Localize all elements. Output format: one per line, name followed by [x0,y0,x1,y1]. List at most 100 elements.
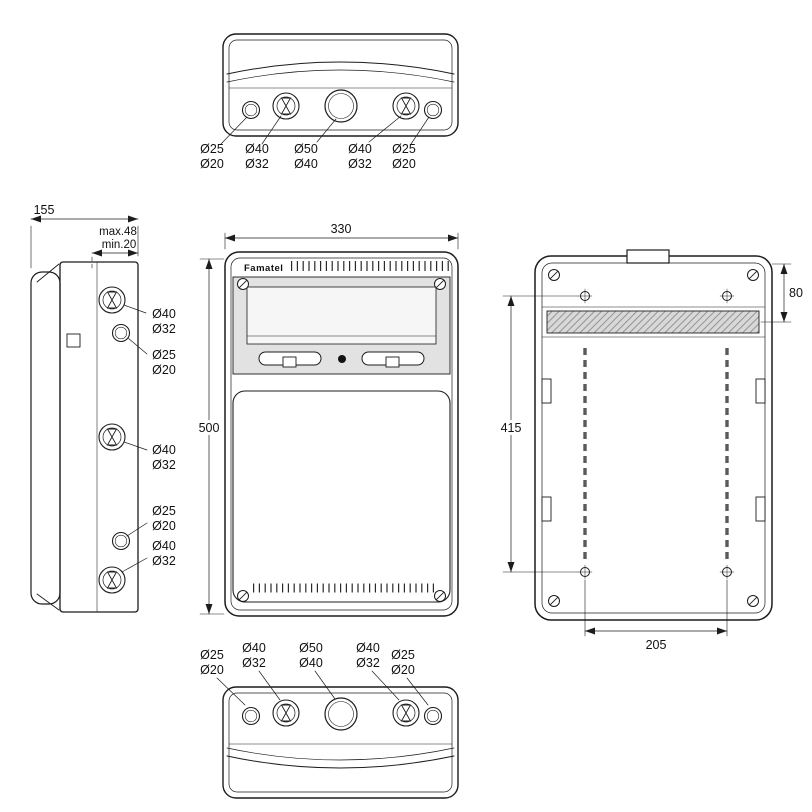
diameter-label: Ø32 [242,656,266,670]
mounting-hole-icon [577,288,593,304]
cable-entry-small-icon [423,706,443,726]
cable-entry-knockout-icon [98,286,126,314]
leader-lines [216,670,429,706]
cable-entry-knockout-icon [392,92,420,120]
diameter-label: Ø20 [200,663,224,677]
screw-icon [434,590,446,602]
mounting-hole-icon [719,288,735,304]
brand-logo: Famatel [244,263,283,274]
mounting-hole-icon [719,564,735,580]
latch-left-tab [282,356,297,368]
lid-curve-inner [226,69,455,83]
diameter-label: Ø40 [299,656,323,670]
side-view: 155 max.48 min.20 Ø40 Ø32 Ø25 Ø20 Ø40 Ø3… [30,203,225,615]
side-clip [541,496,552,522]
screw-icon [548,595,560,607]
diameter-label: Ø20 [200,157,224,171]
diameter-label: Ø25 [200,142,224,156]
cable-entry-knockout-icon [272,699,300,727]
diameter-label: Ø25 [152,348,176,362]
dim-mount-horizontal-label: 205 [646,638,667,652]
cable-entry-knockout-icon [98,423,126,451]
diameter-label: Ø32 [356,656,380,670]
cable-entry-knockout-icon [392,699,420,727]
cable-entry-large-icon [324,697,358,731]
bottom-view-outline [222,686,459,799]
lid-curve [226,755,455,769]
lower-door [232,390,451,603]
lid-curve [226,61,455,75]
diameter-label: Ø40 [152,443,176,457]
extension-lines [30,225,139,269]
screw-icon [747,269,759,281]
diameter-label: Ø20 [391,663,415,677]
back-view: 80 415 205 [495,249,803,652]
cable-entry-large-inner [328,93,354,119]
diameter-label: Ø25 [391,648,415,662]
latch-right-tab [385,356,400,368]
diameter-label: Ø50 [299,641,323,655]
meter-window [246,286,437,345]
extension-lines [584,579,728,637]
diameter-label: Ø40 [348,142,372,156]
rail-channel-lines [541,306,766,338]
dim-width-label: 330 [331,222,352,236]
bottom-view: Ø25 Ø20 Ø40 Ø32 Ø50 Ø40 Ø40 Ø32 Ø25 Ø20 [200,641,459,799]
side-clip [755,496,766,522]
cable-entry-small-icon [423,100,443,120]
side-clip [755,378,766,404]
leader-lines [220,115,430,145]
cable-entry-small-icon [241,100,261,120]
leader-lines [121,304,148,573]
extension-lines [199,258,225,615]
diameter-label: Ø32 [152,458,176,472]
diameter-label: Ø40 [242,641,266,655]
screw-icon [237,590,249,602]
top-view-outline [222,33,459,137]
front-inner-outline [230,257,453,611]
diameter-label: Ø25 [152,504,176,518]
screw-icon [747,595,759,607]
front-outline [224,251,459,617]
label-backing [495,420,527,435]
diameter-label: Ø40 [245,142,269,156]
front-view: 330 Famatel [224,222,459,617]
extension-lines [502,295,579,573]
diameter-label: Ø20 [152,519,176,533]
diameter-label: Ø20 [392,157,416,171]
cable-entry-knockout-icon [98,566,126,594]
hinge-clip [66,333,81,348]
diameter-label: Ø50 [294,142,318,156]
diameter-label: Ø40 [294,157,318,171]
dim-height-label: 500 [199,421,220,435]
lid-curve-inner [226,747,455,761]
top-hanging-tab [626,249,670,264]
cable-entry-small-icon [241,706,261,726]
side-lid-outline [30,271,61,605]
screw-icon [237,278,249,290]
diameter-label: Ø32 [152,322,176,336]
mounting-hole-icon [577,564,593,580]
cable-entry-knockout-icon [272,92,300,120]
top-view-inner-wall [228,39,453,131]
side-clip [541,378,552,404]
cable-entry-large-icon [324,89,358,123]
dim-rail-offset-label: 80 [789,286,803,300]
diameter-label: Ø32 [245,157,269,171]
cable-entry-small-icon [111,531,131,551]
dim-lid-min-label: min.20 [102,239,137,251]
screw-icon [434,278,446,290]
diameter-label: Ø25 [200,648,224,662]
diameter-label: Ø25 [392,142,416,156]
screw-icon [548,269,560,281]
diameter-label: Ø20 [152,363,176,377]
diameter-label: Ø40 [152,307,176,321]
diameter-label: Ø32 [152,554,176,568]
label-backing [193,420,225,435]
top-view: Ø25 Ø20 Ø40 Ø32 Ø50 Ø40 Ø40 Ø32 Ø25 Ø20 [200,33,459,171]
diameter-label: Ø40 [152,539,176,553]
diameter-label: Ø40 [356,641,380,655]
dim-mount-vertical-label: 415 [501,421,522,435]
